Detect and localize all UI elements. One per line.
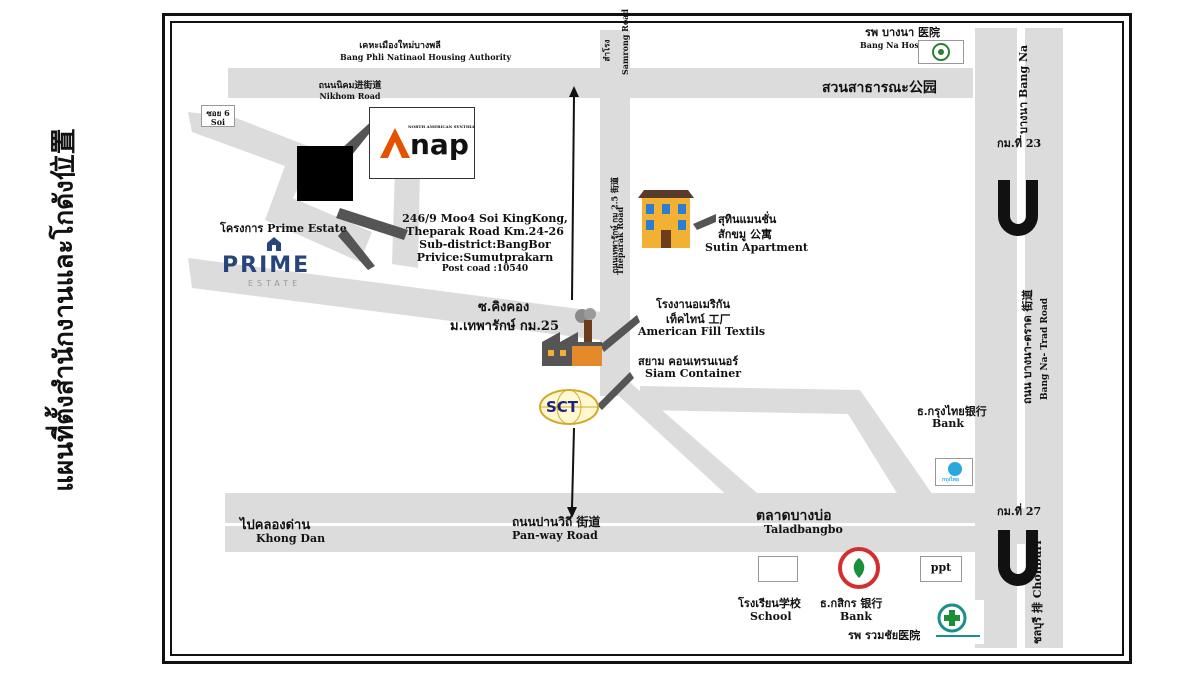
uturn-km23-right-leg	[1026, 180, 1038, 194]
kbank-en: Bank	[840, 610, 873, 623]
panway-road	[225, 493, 975, 523]
panway-road-en: Pan-way Road	[512, 529, 598, 542]
nikhom-road-en: Nikhom Road	[319, 91, 381, 101]
diagonal-road-east	[640, 386, 935, 498]
address-pointer	[336, 208, 408, 240]
map-frame	[162, 13, 1132, 664]
route-arrow-up	[571, 95, 575, 301]
kingkong-soi-road	[188, 258, 602, 340]
school-thai: โรงเรียน学校	[738, 597, 801, 610]
khongdan-thai: ไปคลองด่าน	[240, 518, 311, 533]
samrong-road-thai: สำโรง	[601, 39, 612, 62]
sct-logo	[539, 389, 599, 425]
soi6-thai: ซอย 6	[206, 108, 230, 118]
chonburi-thai: ชลบุรี 排	[1031, 602, 1044, 644]
panway-road-lower	[225, 526, 975, 552]
chonburi-direction-label: ชลบุรี 排 Chonburi	[1028, 540, 1046, 644]
uturn-km23-icon	[998, 192, 1038, 236]
anap-logo: nap NORTH AMERICAN SYNTHIA	[369, 107, 475, 179]
km27-crossing	[1017, 508, 1025, 544]
address-line-1: 246/9 Moo4 Soi KingKong,	[402, 212, 568, 225]
uturn-km23-left-leg	[998, 180, 1010, 194]
anap-logo-text: nap	[410, 128, 469, 161]
address-line-5: Post coad :10540	[441, 264, 529, 274]
prime-estate-house-icon	[267, 237, 281, 251]
address-line-2: Theparak Road Km.24-26	[406, 225, 564, 238]
route-arrowhead-up	[569, 86, 579, 97]
ktb-bank-thai: ธ.กรุงไทย银行	[917, 405, 987, 418]
sct-logo-text: SCT	[546, 398, 579, 416]
housing-authority-en: Bang Phli Natinaol Housing Authority	[340, 52, 512, 62]
anap-access-road	[392, 168, 420, 268]
kbank-logo	[838, 547, 880, 589]
american-factory-thai-1: โรงงานอเมริกัน	[656, 298, 730, 311]
park-label: สวนสาธารณะ公园	[822, 80, 937, 96]
km23-label: กม.ที่ 23	[997, 137, 1042, 150]
km27-label: กม.ที่ 27	[997, 505, 1042, 518]
route-arrow-down	[571, 427, 575, 509]
nikhom-road	[228, 68, 973, 98]
ktb-bank-logo: กรุงไทย	[935, 458, 973, 486]
kbank-thai: ธ.กสิกร 银行	[820, 597, 883, 610]
soi6-en: Soi	[210, 117, 226, 127]
route-arrowhead-down	[567, 507, 577, 518]
ppt-logo	[920, 556, 962, 582]
chonburi-en: Chonburi	[1031, 540, 1044, 599]
map-inner-frame	[170, 21, 1124, 656]
ktb-bank-en: Bank	[932, 417, 965, 430]
theparak-road-en: Theparak Road	[615, 206, 625, 275]
bangna-trad-road-en: Bang Na- Trad Road	[1040, 298, 1050, 400]
bangna-hospital-en: Bang Na Hospital	[860, 40, 940, 50]
bangna-hospital-logo	[918, 40, 964, 64]
soi6-road	[188, 112, 372, 262]
khongdan-en: Khong Dan	[256, 532, 326, 545]
sutin-en: Sutin Apartment	[705, 241, 808, 254]
talad-bangbo-en: Taladbangbo	[764, 523, 843, 536]
bangna-direction-label: บางนา Bang Na	[1017, 44, 1030, 134]
ruamchai-hospital-thai: รพ รวมชัย医院	[848, 629, 921, 642]
theparak-km25-thai: ม.เทพารักษ์ กม.25	[450, 319, 559, 334]
prime-estate-thai: โครงการ Prime Estate	[220, 222, 347, 235]
bangna-hospital-thai: รพ บางนา 医院	[865, 26, 941, 39]
uturn-km27-icon	[998, 542, 1038, 586]
sutin-apartment-icon	[638, 190, 694, 248]
prime-pointer	[338, 228, 375, 270]
prime-estate-logo-text: PRIME	[222, 253, 311, 278]
uturn-km27-right-leg	[1026, 530, 1038, 544]
address-line-4: Privice:Sumutprakarn	[416, 251, 554, 264]
address-block: 246/9 Moo4 Soi KingKong, Theparak Road K…	[400, 212, 570, 274]
sutin-thai-2: สักขมู 公寓	[718, 228, 772, 241]
siam-container-en: Siam Container	[645, 367, 741, 380]
nikhom-road-thai: ถนนนิคม进街道	[318, 81, 382, 91]
office-building	[297, 146, 353, 201]
school-en: School	[750, 610, 792, 623]
american-factory-en: American Fill Textils	[638, 325, 766, 338]
talad-bangbo-thai: ตลาดบางบ่อ	[756, 508, 832, 524]
kingkong-soi-thai: ซ.คิงคอง	[478, 300, 530, 315]
panway-road-thai: ถนนปานวิถี 街道	[512, 515, 601, 529]
samrong-road	[600, 30, 630, 70]
sutin-thai-1: สุทินแมนชั่น	[718, 213, 777, 226]
samrong-road-en: Samrong Road	[620, 9, 630, 75]
ruamchai-hospital-logo	[932, 600, 984, 644]
bangna-trad-road-thai: ถนน บางนา-ตราด 街道	[1021, 289, 1034, 404]
factory-icon	[542, 308, 602, 366]
siam-pointer	[597, 372, 634, 410]
uturn-km27-left-leg	[998, 530, 1010, 544]
factory-pointer	[600, 315, 640, 352]
ppt-label: ppt	[930, 561, 952, 574]
address-line-3: Sub-district:BangBor	[419, 238, 551, 251]
sutin-pointer	[693, 214, 716, 230]
american-factory-thai-2: เท็คไทน์ 工厂	[666, 313, 731, 326]
soi6-sign	[201, 105, 235, 127]
ktb-logo-text: กรุงไทย	[942, 477, 959, 483]
prime-estate-logo-sub: ESTATE	[248, 279, 302, 288]
siam-container-thai: สยาม คอนเทรนเนอร์	[638, 355, 739, 368]
housing-authority-thai: เคหะเมืองใหม่บางพลี	[359, 41, 441, 51]
anap-logo-subtext: NORTH AMERICAN SYNTHIA	[408, 124, 475, 129]
school-logo	[758, 556, 798, 582]
